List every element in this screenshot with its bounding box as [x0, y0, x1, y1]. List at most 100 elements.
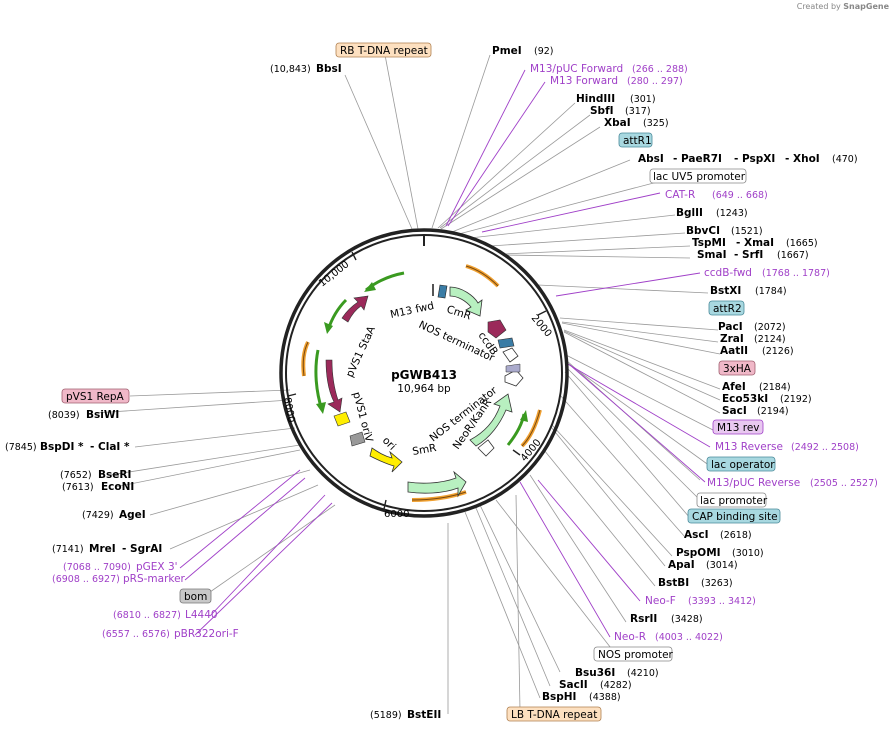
site-hindiii-pos: (301) [630, 94, 656, 105]
primer-pgex: pGEX 3' [136, 561, 178, 573]
site-sacii: SacII [559, 679, 588, 691]
ring-ticks [287, 251, 547, 510]
site-bglii: BglII [676, 207, 703, 219]
primer-cat-r: CAT-R [665, 189, 695, 201]
plasmid-length: 10,964 bp [397, 383, 451, 395]
label-rb-tdna: RB T-DNA repeat [340, 45, 428, 57]
primer-ccdb-fwd-pos: (1768 .. 1787) [762, 268, 830, 279]
site-saci-pos: (2194) [757, 406, 789, 417]
site-bseri-pos: (7652) [60, 470, 92, 481]
left-labels: (10,843) BbsI (8039) BsiWI (7845) BspDI … [5, 63, 441, 721]
label-pvs1-repa: pVS1 RepA [66, 391, 124, 403]
snapgene-logo: SnapGene [843, 2, 889, 11]
primer-m13puc-fwd: M13/pUC Forward [530, 63, 623, 75]
site-bsphi: BspHI [542, 691, 576, 703]
site-sbfi-pos: (317) [625, 106, 651, 117]
site-bstxi: BstXI [710, 285, 741, 297]
primer-l4440-pos: (6810 .. 6827) [113, 610, 181, 621]
site-zrai-pos: (2124) [754, 334, 786, 345]
site-bbsi-pos: (10,843) [270, 64, 311, 75]
site-saci: SacI [722, 405, 747, 417]
nos-arrow [504, 369, 524, 387]
primer-pbr322ori-f: pBR322ori-F [174, 628, 239, 640]
pvs1-repa-arrow [325, 359, 343, 413]
site-bspdi-pos: (7845) [5, 442, 37, 453]
branding: Created by SnapGene [797, 2, 889, 11]
site-aatii: AatII [720, 345, 748, 357]
primer-neo-f-pos: (3393 .. 3412) [688, 596, 756, 607]
ccdb-feature [487, 319, 507, 339]
primer-neo-f: Neo-F [645, 595, 676, 607]
site-xhoi-pos: (470) [832, 154, 858, 165]
site-bbsi: BbsI [316, 63, 342, 75]
green-arrow-4 [314, 349, 324, 411]
tick-8000: 8000 [281, 397, 296, 424]
neor-arrow [469, 393, 513, 447]
site-eco53ki-pos: (2192) [780, 394, 812, 405]
label-ori: ori [380, 435, 398, 453]
site-xmai-pos: (1665) [786, 238, 818, 249]
backbone-inner-ring [285, 234, 563, 512]
site-absi: AbsI [638, 153, 664, 165]
label-pvs1-staa: pVS1 StaA [344, 324, 378, 380]
site-bstbi-pos: (3263) [701, 578, 733, 589]
label-nos-promoter: NOS promoter [598, 649, 674, 661]
site-bsiwi-pos: (8039) [48, 410, 80, 421]
plasmid-name: pGWB413 [391, 368, 457, 382]
site-bseri: BseRI [98, 469, 131, 481]
site-asci: AscI [684, 529, 709, 541]
site-bbvci: BbvCI [686, 225, 720, 237]
site-bstxi-pos: (1784) [755, 286, 787, 297]
smr-arrow [407, 470, 467, 498]
site-paci: PacI [718, 321, 743, 333]
site-hindiii: HindIII [576, 93, 615, 105]
site-bsu36i: Bsu36I [575, 667, 615, 679]
label-attr2: attR2 [713, 303, 742, 315]
site-bglii-pos: (1243) [716, 208, 748, 219]
site-bstbi: BstBI [658, 577, 689, 589]
pvs1-oriv-feature [333, 411, 351, 427]
primer-ccdb-fwd: ccdB-fwd [704, 267, 752, 279]
label-lb-tdna: LB T-DNA repeat [511, 709, 597, 721]
primer-m13-forward: M13 Forward [550, 75, 618, 87]
primer-m13puc-reverse-pos: (2505 .. 2527) [810, 478, 878, 489]
site-asci-pos: (2618) [720, 530, 752, 541]
site-pmei: PmeI [492, 45, 522, 57]
right-labels: PmeI (92) M13/pUC Forward (266 .. 288) M… [492, 45, 878, 703]
site-xmai: - XmaI [736, 237, 774, 249]
primer-m13-reverse: M13 Reverse [715, 441, 783, 453]
site-apai: ApaI [668, 559, 695, 571]
tick-6000: 6000 [384, 509, 409, 520]
site-paci-pos: (2072) [754, 322, 786, 333]
site-paer7i: - PaeR7I [673, 153, 722, 165]
primer-pgex-pos: (7068 .. 7090) [63, 562, 131, 573]
primer-prs-pos: (6908 .. 6927) [52, 574, 120, 585]
site-srfi: - SrfI [734, 249, 763, 261]
label-lac-uv5: lac UV5 promoter [653, 171, 746, 183]
primer-neo-r-pos: (4003 .. 4022) [655, 632, 723, 643]
site-sgrai: - SgrAI [122, 543, 162, 555]
label-smr: SmR [411, 442, 437, 458]
primer-pbr322-pos: (6557 .. 6576) [102, 629, 170, 640]
bom-feature [349, 431, 366, 447]
ori-arrow [369, 447, 403, 473]
site-bspdi: BspDI * [40, 441, 84, 453]
site-tspmi: TspMI [692, 237, 726, 249]
orange-arc-1 [465, 264, 500, 288]
site-pspomi-pos: (3010) [732, 548, 764, 559]
m13-fwd-feature [437, 284, 448, 299]
site-econi: EcoNI [101, 481, 134, 493]
site-agei-pos: (7429) [82, 510, 114, 521]
site-mrei: MreI [89, 543, 116, 555]
features [301, 264, 542, 502]
site-marker [432, 284, 434, 296]
leader-lines [94, 54, 721, 714]
primer-m13-reverse-pos: (2492 .. 2508) [791, 442, 859, 453]
primer-prs-marker: pRS-marker [123, 573, 186, 585]
primer-m13puc-fwd-pos: (266 .. 288) [632, 64, 688, 75]
label-lac-promoter: lac promoter [700, 495, 768, 507]
site-bsu36i-pos: (4210) [627, 668, 659, 679]
label-m13-fwd: M13 fwd [389, 300, 435, 321]
site-sbfi: SbfI [590, 105, 614, 117]
